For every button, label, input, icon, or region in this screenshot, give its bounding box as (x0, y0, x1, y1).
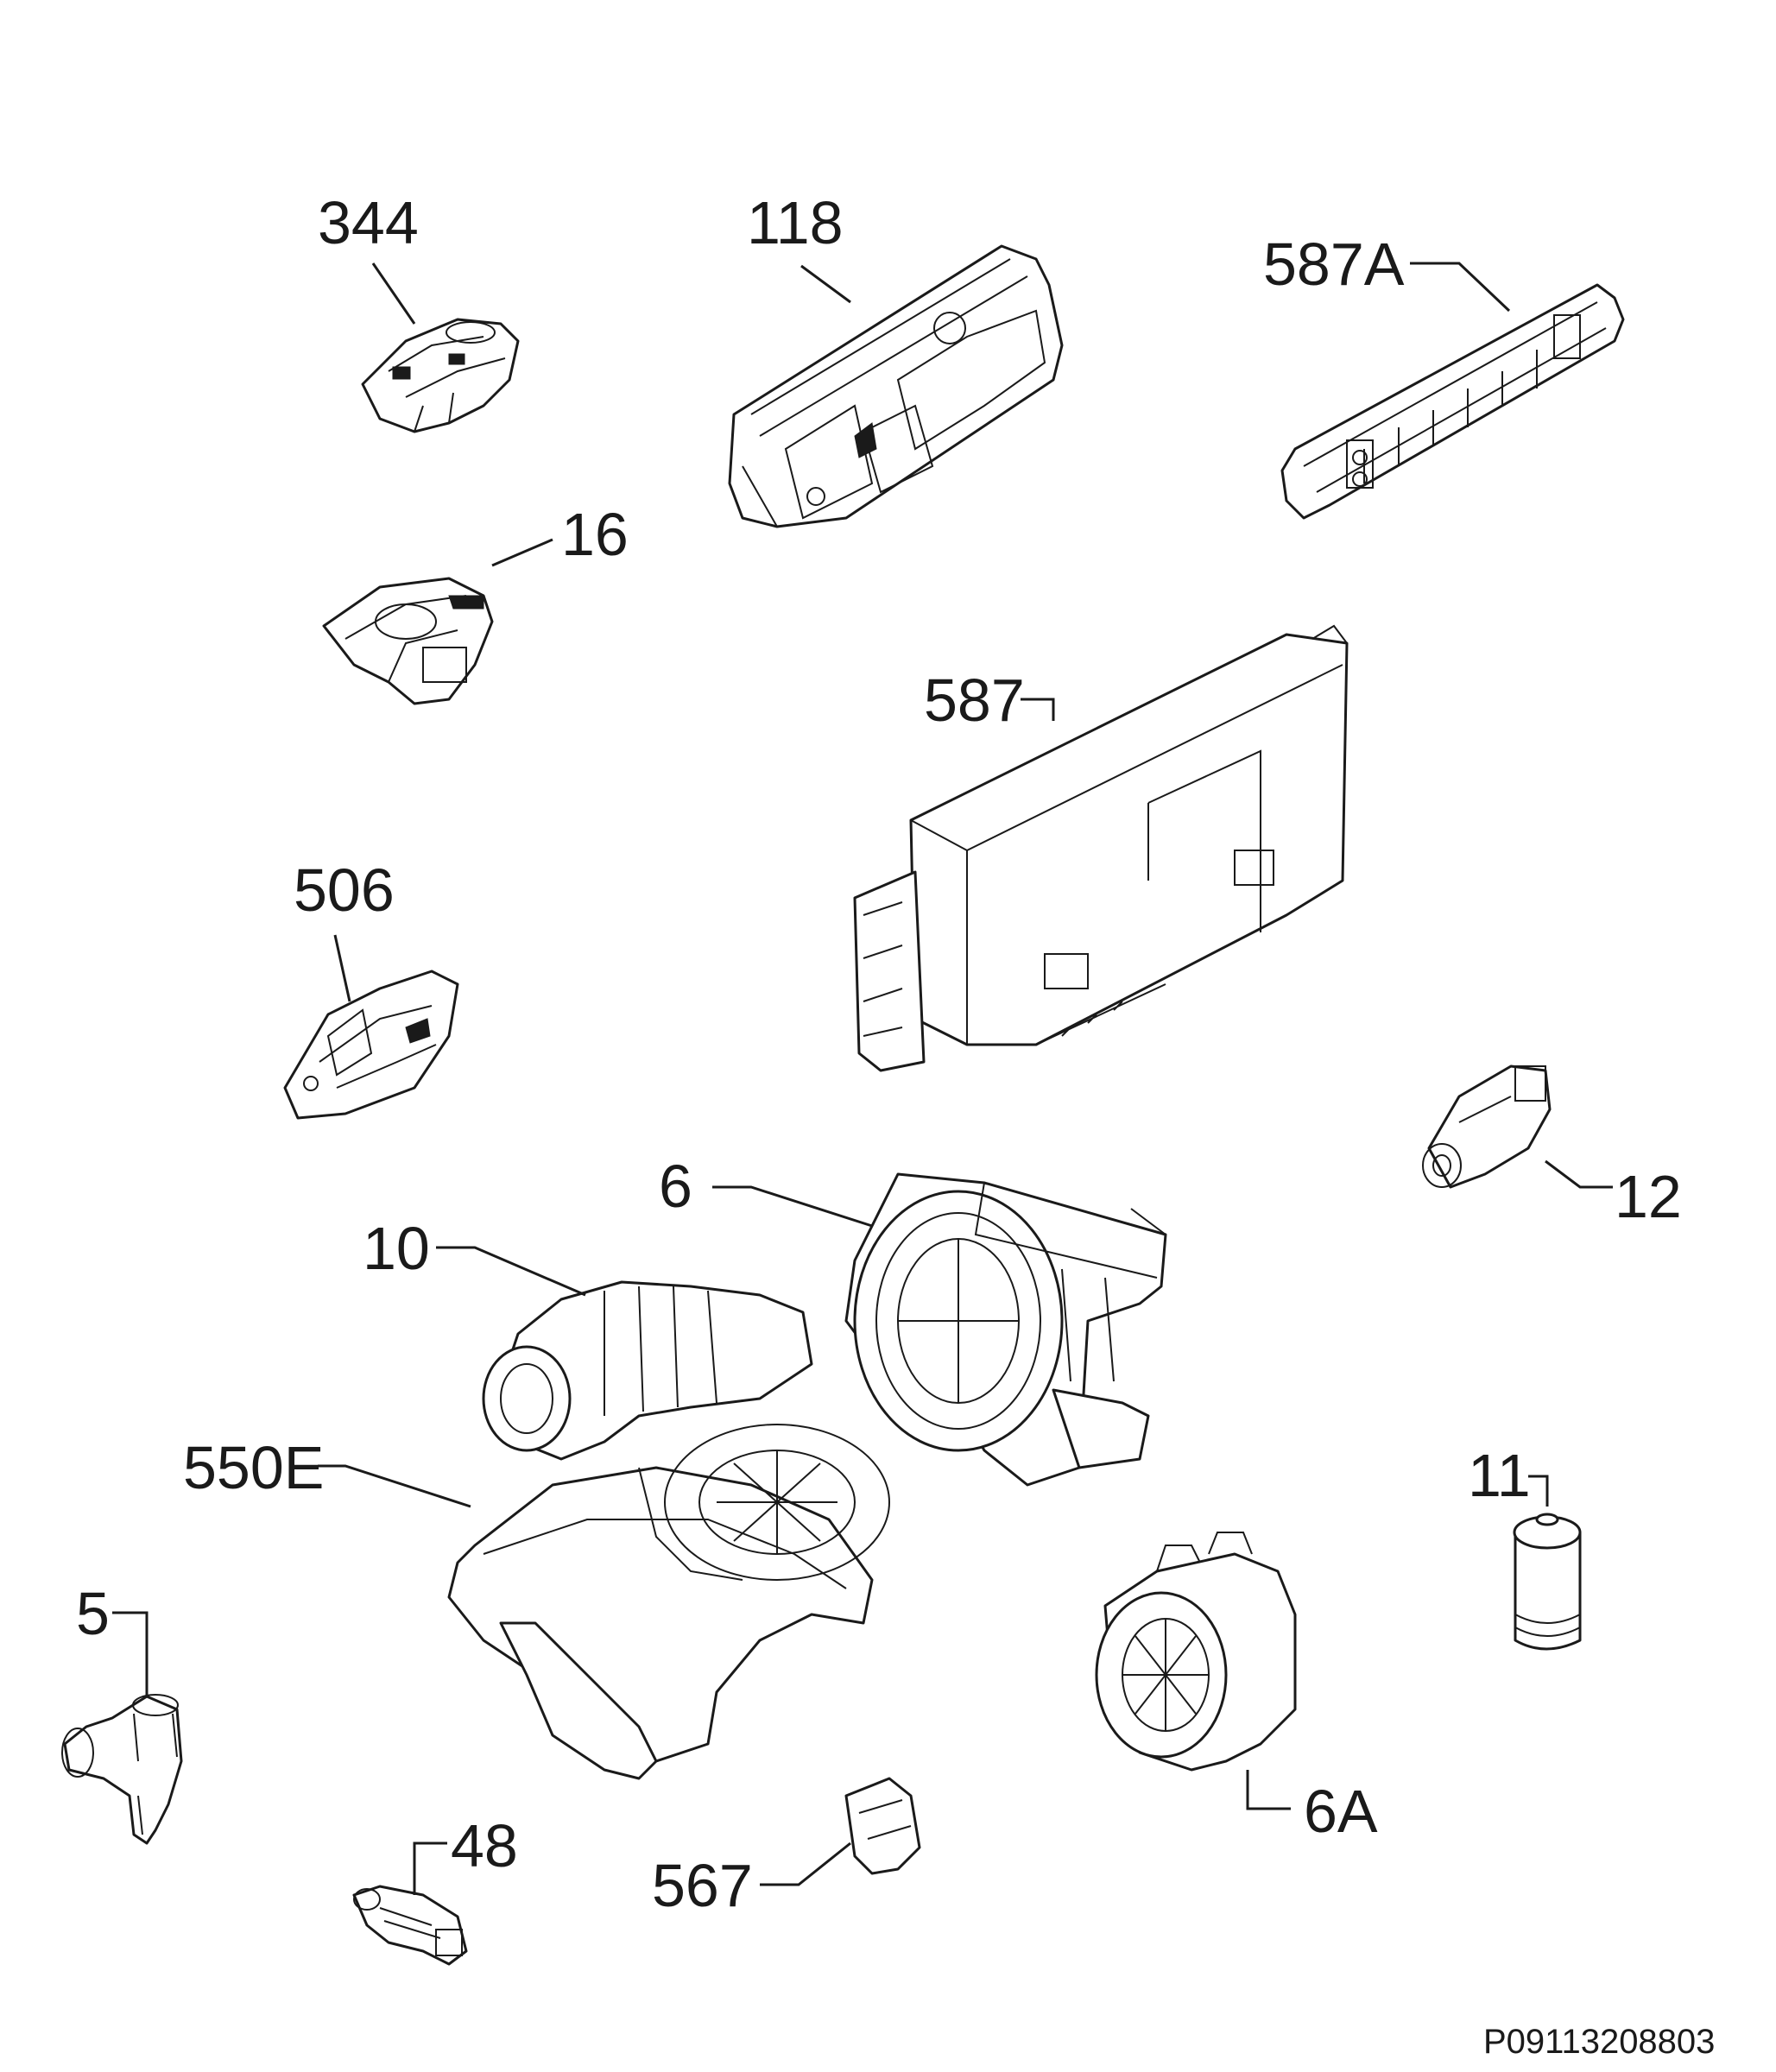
label-587: 587 (924, 666, 1025, 734)
part-550e-sump (318, 1424, 890, 1780)
label-10: 10 (363, 1215, 430, 1282)
label-587a: 587A (1263, 231, 1405, 298)
part-506-float (283, 934, 459, 1120)
part-567-clip (760, 1777, 921, 1886)
part-6-heat-pump (712, 1172, 1167, 1487)
part-344-switch (361, 262, 520, 433)
label-6: 6 (659, 1153, 692, 1220)
label-16: 16 (561, 501, 629, 568)
reference-code: P09113208803 (1483, 2023, 1715, 2061)
part-587a-bar (1280, 262, 1625, 520)
label-12: 12 (1615, 1163, 1682, 1230)
label-48: 48 (451, 1812, 518, 1879)
label-344: 344 (318, 189, 419, 256)
part-5-inlet-valve (61, 1611, 183, 1845)
part-10-hose (436, 1246, 813, 1461)
label-11: 11 (1468, 1442, 1531, 1509)
label-550e: 550E (183, 1434, 324, 1501)
label-118: 118 (747, 189, 844, 256)
label-506: 506 (294, 856, 395, 924)
label-567: 567 (652, 1852, 753, 1919)
part-12-sensor (1422, 1064, 1613, 1189)
part-11-capacitor (1513, 1475, 1582, 1651)
part-6a-drain-pump (1095, 1532, 1297, 1810)
part-16-lock (322, 538, 553, 705)
part-118-control-panel (728, 244, 1064, 528)
label-5: 5 (76, 1580, 110, 1647)
part-48-sensor (352, 1841, 468, 1966)
label-6a: 6A (1304, 1778, 1378, 1845)
part-587-control-box (853, 624, 1349, 1072)
